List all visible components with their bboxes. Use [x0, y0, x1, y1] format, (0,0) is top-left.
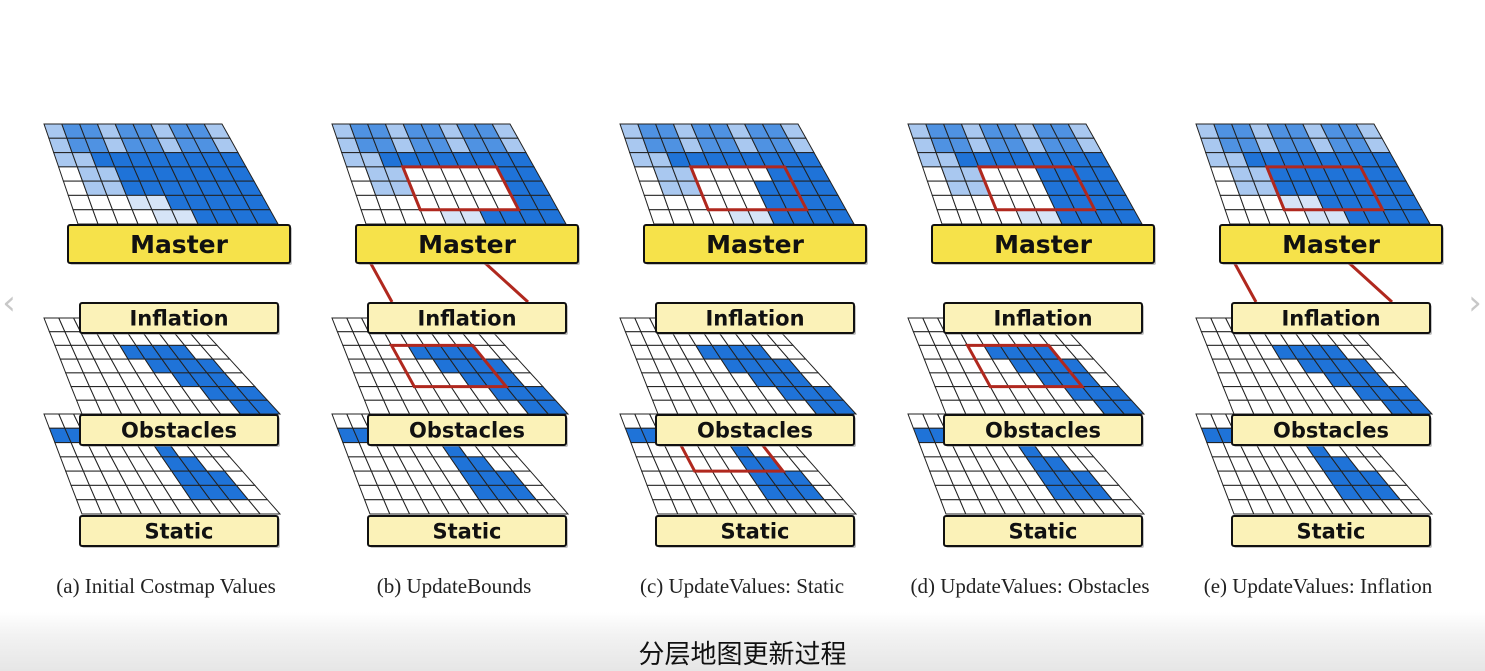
inflation-label: Inflation — [655, 302, 856, 335]
static-label-text: Static — [144, 520, 213, 544]
static-label-text: Static — [1008, 520, 1077, 544]
grid-cell — [535, 499, 570, 515]
prev-slide-chevron-icon[interactable]: ‹ — [2, 283, 16, 323]
grid-cell — [247, 399, 282, 415]
master-label: Master — [643, 224, 868, 265]
bounds-link-right — [482, 260, 530, 304]
bounds-link-left — [368, 261, 394, 303]
obstacles-bounds-red-outline — [389, 343, 510, 389]
master-label: Master — [67, 224, 292, 265]
obstacles-label: Obstacles — [943, 414, 1144, 447]
obstacles-label: Obstacles — [655, 414, 856, 447]
master-bounds-red-outline — [688, 165, 810, 212]
master-label-text: Master — [706, 230, 805, 259]
master-grid — [907, 123, 1143, 225]
obstacles-label-text: Obstacles — [697, 419, 813, 443]
obstacles-bounds-red-outline — [965, 343, 1086, 389]
static-label: Static — [79, 515, 280, 548]
static-label-text: Static — [432, 520, 501, 544]
video-subtitle: 分层地图更新过程 — [638, 640, 847, 670]
obstacles-label-text: Obstacles — [409, 419, 525, 443]
inflation-label: Inflation — [1231, 302, 1432, 335]
bounds-link-right — [1346, 260, 1394, 304]
static-label-text: Static — [720, 520, 789, 544]
caption-update-bounds: (b) UpdateBounds — [376, 574, 532, 598]
inflation-label-text: Inflation — [129, 307, 228, 331]
inflation-label: Inflation — [367, 302, 568, 335]
obstacles-grid — [619, 317, 858, 415]
master-label: Master — [355, 224, 580, 265]
master-label: Master — [1219, 224, 1444, 265]
master-label: Master — [931, 224, 1156, 265]
caption-update-values-static: (c) UpdateValues: Static — [639, 574, 845, 598]
caption-update-values-obstacles: (d) UpdateValues: Obstacles — [910, 574, 1150, 598]
bounds-link-left — [1232, 261, 1258, 303]
grid-cell — [247, 499, 282, 515]
master-label-text: Master — [994, 230, 1093, 259]
next-slide-chevron-icon[interactable]: › — [1468, 283, 1482, 323]
master-grid — [331, 123, 567, 225]
obstacles-label: Obstacles — [367, 414, 568, 447]
grid-cell — [1399, 399, 1434, 415]
inflation-label-text: Inflation — [993, 307, 1092, 331]
grid-cell — [1111, 499, 1146, 515]
grid-cell — [823, 399, 858, 415]
static-label: Static — [655, 515, 856, 548]
grid-cell — [1399, 499, 1434, 515]
grid-cell — [1111, 399, 1146, 415]
grid-cell — [535, 399, 570, 415]
obstacles-label: Obstacles — [1231, 414, 1432, 447]
master-bounds-red-outline — [400, 165, 522, 212]
master-bounds-red-outline — [1264, 165, 1386, 212]
master-bounds-red-outline — [976, 165, 1098, 212]
inflation-label: Inflation — [943, 302, 1144, 335]
static-label: Static — [367, 515, 568, 548]
obstacles-label: Obstacles — [79, 414, 280, 447]
subtitle-bar — [0, 612, 1485, 671]
inflation-label-text: Inflation — [705, 307, 804, 331]
obstacles-label-text: Obstacles — [121, 419, 237, 443]
caption-update-values-inflation: (e) UpdateValues: Inflation — [1203, 574, 1433, 598]
master-label-text: Master — [130, 230, 229, 259]
static-label: Static — [943, 515, 1144, 548]
caption-initial-costmap-values: (a) Initial Costmap Values — [56, 574, 276, 598]
inflation-label: Inflation — [79, 302, 280, 335]
master-label-text: Master — [1282, 230, 1381, 259]
grid-cell — [823, 499, 858, 515]
static-label-text: Static — [1296, 520, 1365, 544]
static-label: Static — [1231, 515, 1432, 548]
master-grid — [43, 123, 279, 225]
inflation-label-text: Inflation — [1281, 307, 1380, 331]
inflation-label-text: Inflation — [417, 307, 516, 331]
obstacles-label-text: Obstacles — [985, 419, 1101, 443]
obstacles-label-text: Obstacles — [1273, 419, 1389, 443]
master-label-text: Master — [418, 230, 517, 259]
